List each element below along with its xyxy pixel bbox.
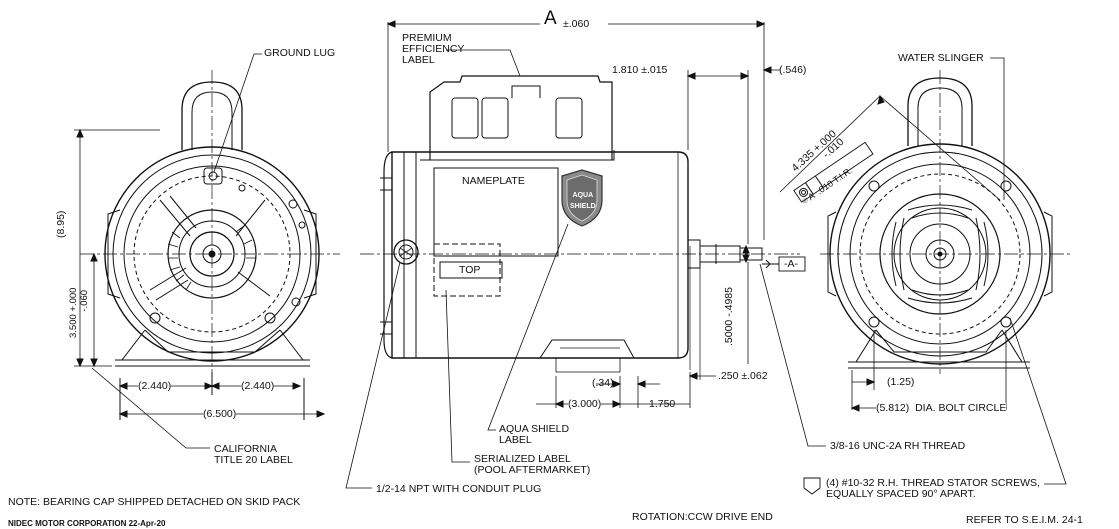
dimension-6500: (6.500) xyxy=(203,408,237,420)
rear-end-view xyxy=(74,53,340,449)
drive-end-view xyxy=(779,57,1070,495)
aqua-shield-label: AQUA SHIELD LABEL xyxy=(499,423,570,446)
dimension-2440-left: (2.440) xyxy=(138,380,172,392)
aqua-shield-badge: AQUA SHIELD xyxy=(570,192,596,210)
dimension-shaft-dia: .5000 -.4985 xyxy=(723,287,735,346)
datum-a: -A- xyxy=(784,258,798,270)
thread-label: 3/8-16 UNC-2A RH THREAD xyxy=(830,440,966,452)
reference-note: REFER TO S.E.I.M. 24-1 xyxy=(966,514,1083,526)
water-slinger-label: WATER SLINGER xyxy=(898,52,984,64)
dimension-546: (.546) xyxy=(779,64,807,76)
conduit-plug-label: 1/2-14 NPT WITH CONDUIT PLUG xyxy=(376,483,542,495)
dimension-1750: 1.750 xyxy=(649,398,676,410)
nameplate-label: NAMEPLATE xyxy=(462,175,525,187)
dimension-2440-right: (2.440) xyxy=(241,380,275,392)
dimension-bolt-circle: (5.812) DIA. BOLT CIRCLE xyxy=(876,402,1007,414)
dimension-1810: 1.810 ±.015 xyxy=(612,64,668,76)
dimension-3000: (3.000) xyxy=(568,398,602,410)
dimension-34: (.34) xyxy=(592,377,614,389)
dimension-250: .250 ±.062 xyxy=(718,370,768,382)
california-label: CALIFORNIA TITLE 20 LABEL xyxy=(214,443,293,466)
dimension-895: (8.95) xyxy=(55,210,67,238)
dimension-a-tolerance: ±.060 xyxy=(563,18,590,30)
ground-lug-label: GROUND LUG xyxy=(264,47,336,59)
dimension-3500: 3.500 +.000 -.060 xyxy=(68,287,90,338)
side-view xyxy=(345,20,826,489)
top-label: TOP xyxy=(459,264,481,276)
dimension-125: (1.25) xyxy=(887,376,915,388)
bearing-cap-note: NOTE: BEARING CAP SHIPPED DETACHED ON SK… xyxy=(8,496,301,508)
premium-efficiency-label: PREMIUM EFFICIENCY LABEL xyxy=(402,32,465,66)
dimension-a: A xyxy=(544,8,557,29)
stator-screws-note: (4) #10-32 R.H. THREAD STATOR SCREWS, EQ… xyxy=(826,477,1040,500)
company-date: NIDEC MOTOR CORPORATION 22-Apr-20 xyxy=(8,519,166,528)
serialized-label: SERIALIZED LABEL (POOL AFTERMARKET) xyxy=(474,453,591,476)
rotation-note: ROTATION:CCW DRIVE END xyxy=(632,511,773,523)
